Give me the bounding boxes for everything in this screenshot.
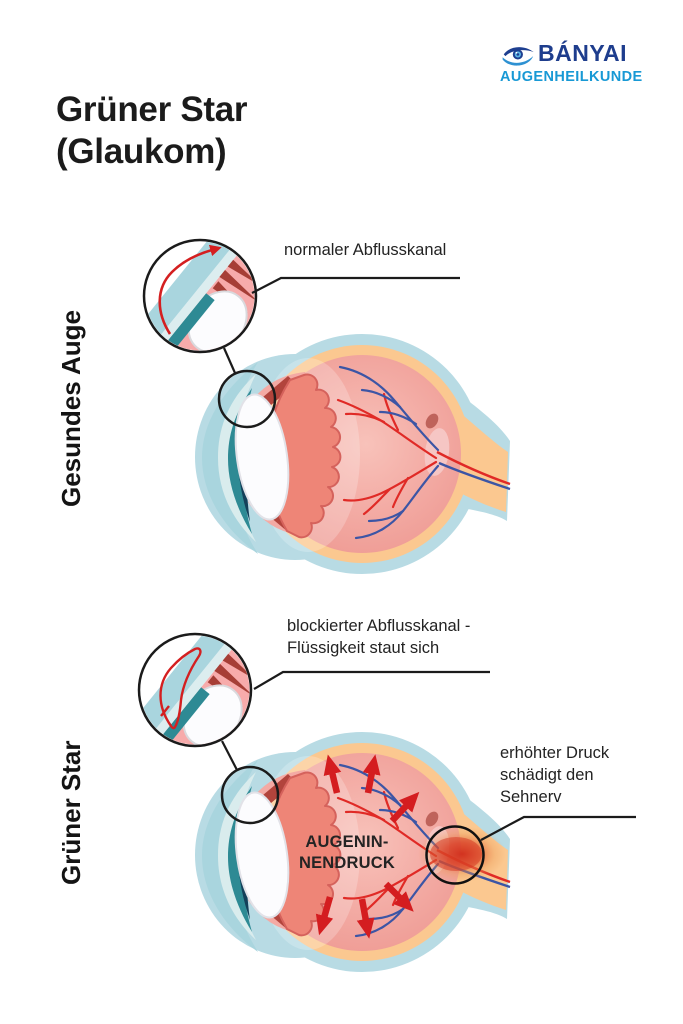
annotation-connector-line xyxy=(253,670,490,690)
inset-connector-line xyxy=(221,740,238,771)
clinic-logo: BÁNYAI AUGENHEILKUNDE xyxy=(498,40,643,90)
blocked-fluid-dash xyxy=(160,705,170,717)
title-line-2: (Glaukom) xyxy=(56,132,227,172)
title-line-1: Grüner Star xyxy=(56,90,248,130)
blocked-fluid-loop xyxy=(159,647,202,730)
intraocular-pressure-arrows xyxy=(315,754,420,939)
annotation-connector-line xyxy=(480,815,636,841)
healthy-eye-illustration xyxy=(133,223,512,576)
page-title: Grüner Star (Glaukom) xyxy=(56,89,248,173)
nerve-damage-core xyxy=(430,837,482,871)
section-label-healthy-eye: Gesundes Auge xyxy=(56,310,86,508)
drainage-angle-circle xyxy=(217,369,277,429)
optic-nerve-damage-circle xyxy=(425,825,485,885)
annotation-connector-line xyxy=(251,276,460,294)
inset-connector-line xyxy=(222,347,237,374)
annotation-normal-drainage: normaler Abflusskanal xyxy=(284,241,447,259)
logo-subtitle: AUGENHEILKUNDE xyxy=(500,69,643,85)
drainage-angle-circle xyxy=(220,765,280,825)
section-label-glaucoma: Grüner Star xyxy=(56,740,86,886)
annotation-blocked-drainage: blockierter Abflusskanal - Flüssigkeit s… xyxy=(287,617,471,657)
eye-logo-icon xyxy=(502,47,534,66)
intraocular-pressure-label: AUGENIN-NENDRUCK xyxy=(298,833,396,873)
annotation-nerve-damage: erhöhter Druck schädigt den Sehnerv xyxy=(500,744,610,806)
glaucoma-eye-illustration xyxy=(128,617,636,974)
logo-name: BÁNYAI xyxy=(538,40,628,66)
fluid-outflow-arrow xyxy=(158,244,222,335)
